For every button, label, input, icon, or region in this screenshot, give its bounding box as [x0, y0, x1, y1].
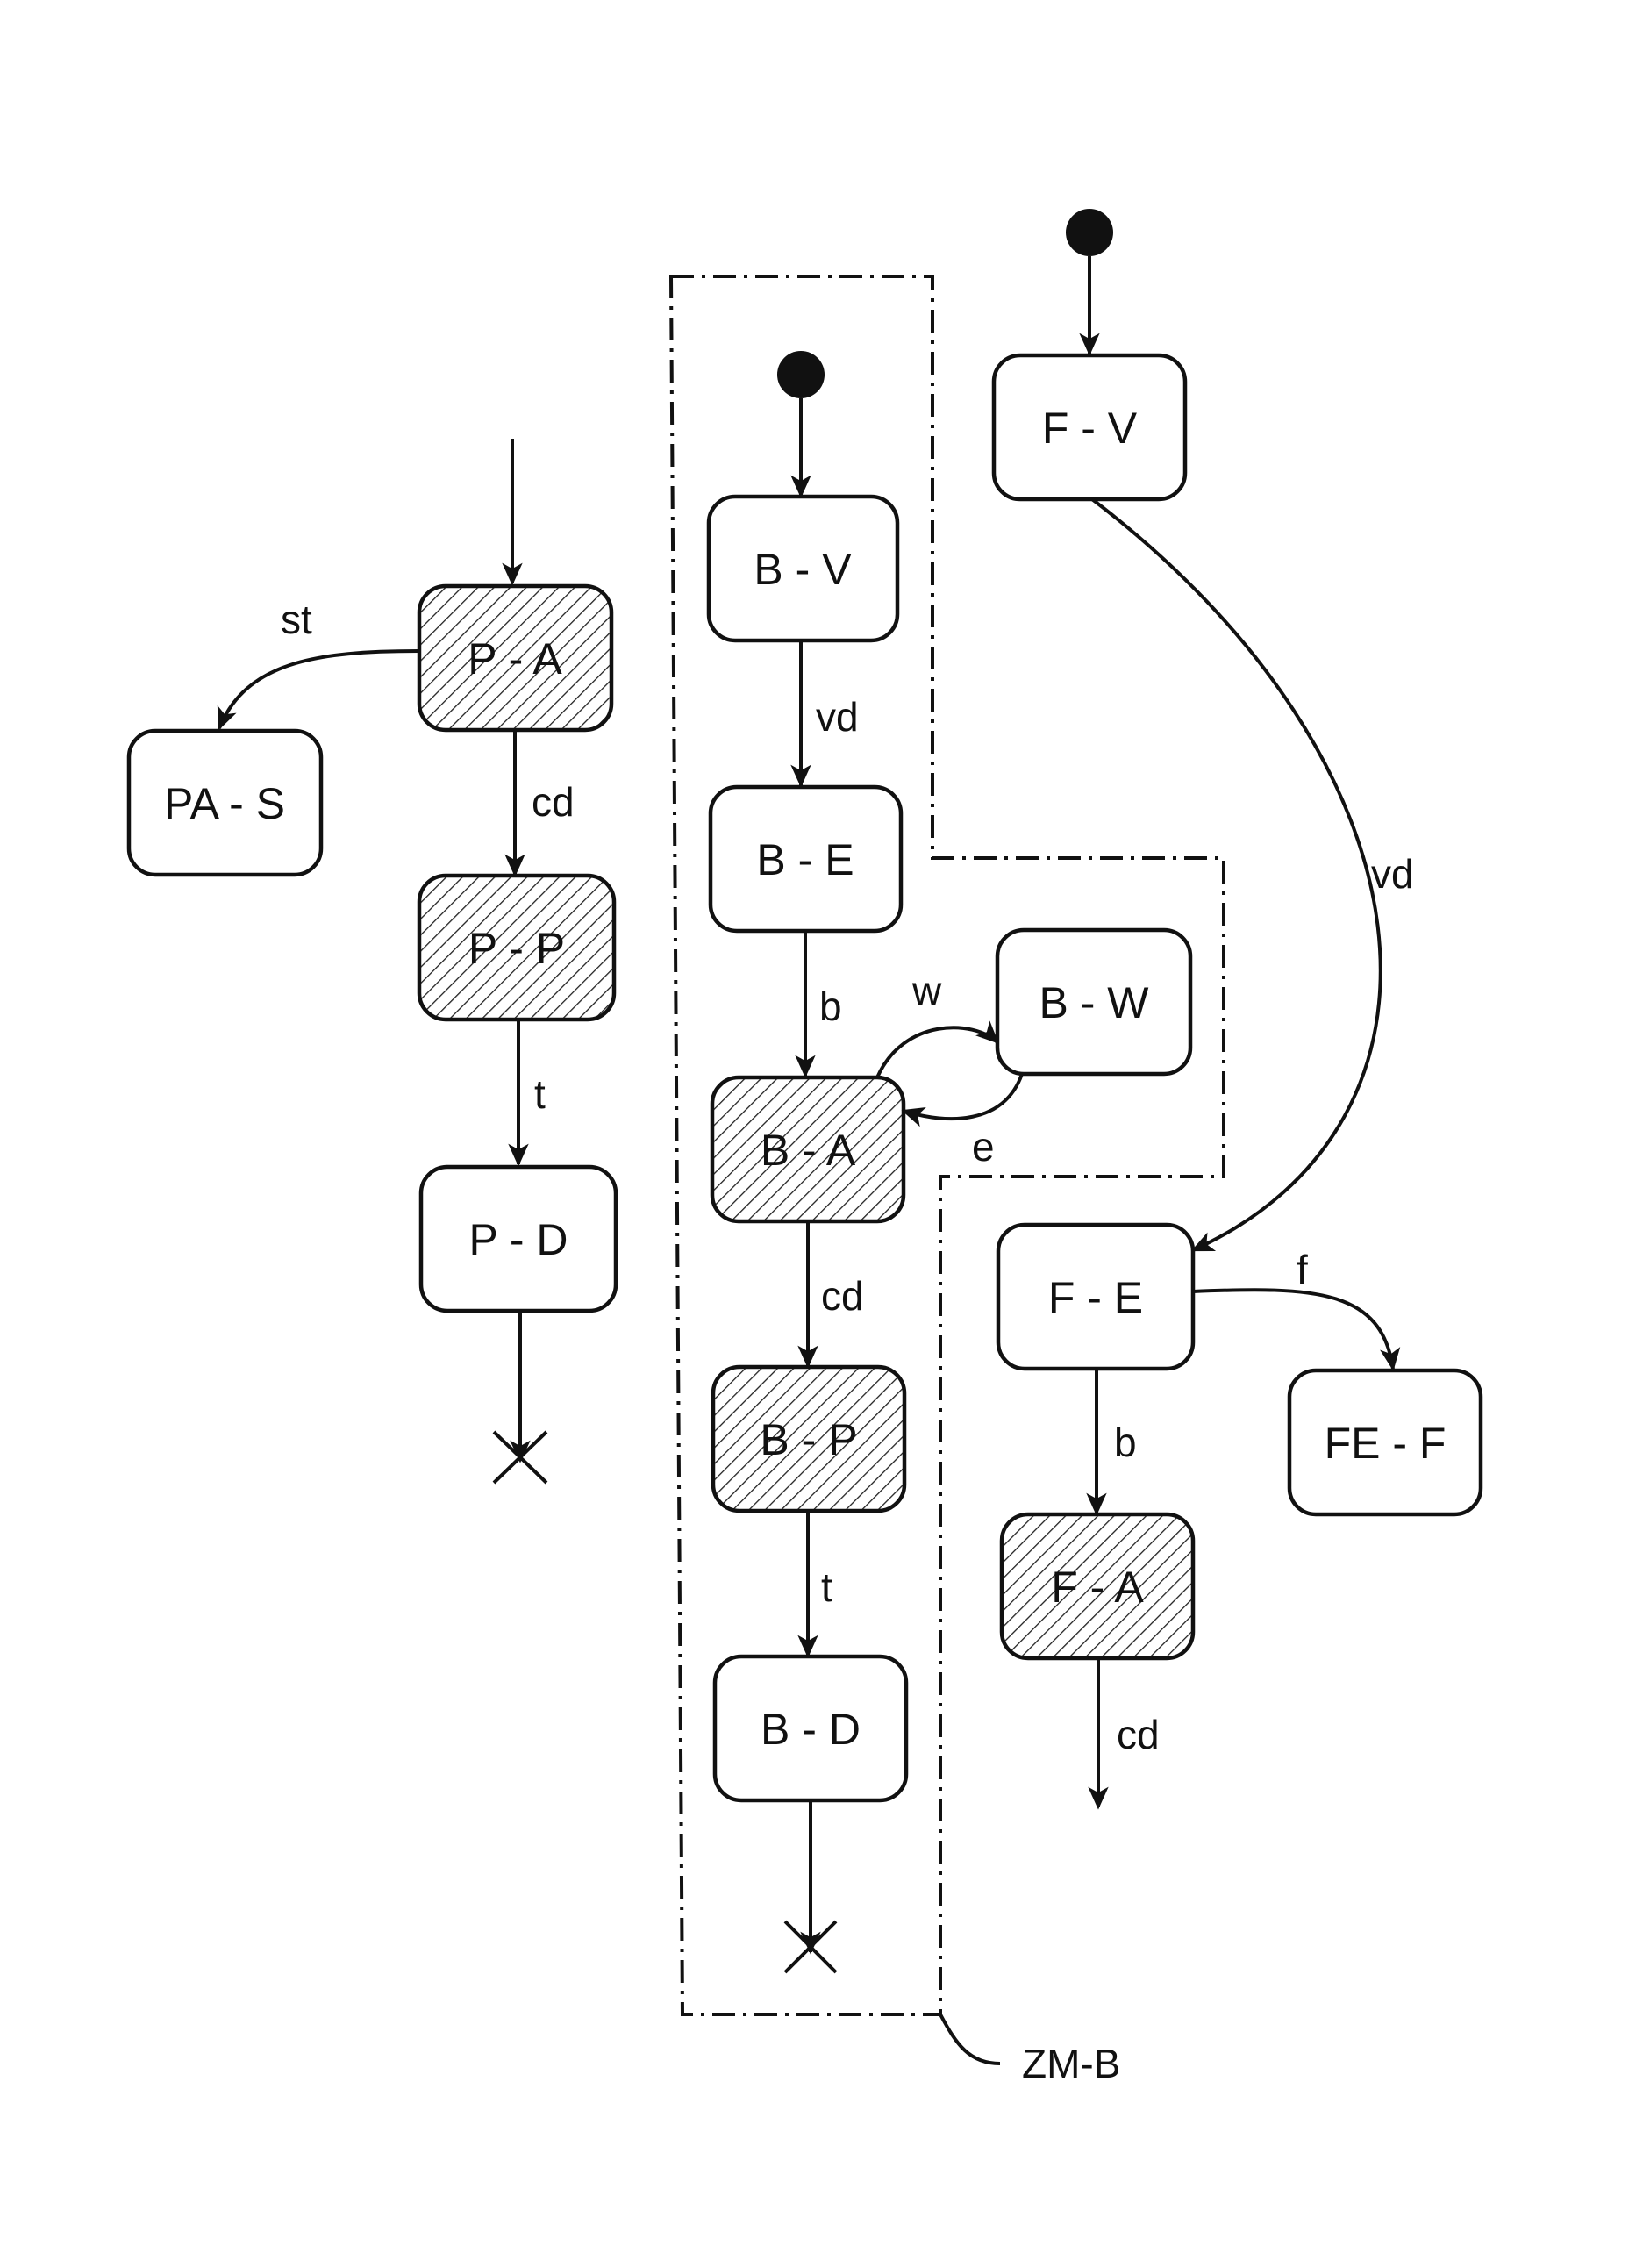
state-b-d-label: B - D [761, 1705, 861, 1754]
transition-t-p-label: t [534, 1071, 546, 1117]
state-f-a-label: F - A [1051, 1563, 1144, 1612]
state-p-d[interactable]: P - D [421, 1167, 616, 1311]
initial-state-b [777, 351, 825, 398]
state-b-p[interactable]: B - P [713, 1367, 904, 1511]
state-f-v[interactable]: F - V [994, 355, 1185, 499]
state-b-e-label: B - E [756, 835, 854, 884]
state-f-v-label: F - V [1042, 404, 1138, 453]
transition-t-b-label: t [821, 1564, 832, 1610]
state-b-e[interactable]: B - E [711, 787, 901, 931]
state-pa-s[interactable]: PA - S [129, 731, 321, 875]
state-b-p-label: B - P [760, 1415, 857, 1464]
transition-f [1193, 1290, 1393, 1369]
zone-label: ZM-B [1022, 2041, 1120, 2086]
transition-e [904, 1074, 1022, 1119]
transition-cd-b-label: cd [821, 1273, 864, 1319]
transition-w-label: w [911, 968, 942, 1013]
transition-b-f-label: b [1114, 1420, 1137, 1465]
state-b-d[interactable]: B - D [715, 1656, 906, 1800]
transition-vd-f [1092, 499, 1381, 1250]
transition-e-label: e [972, 1124, 995, 1170]
transition-w [877, 1027, 997, 1077]
transition-cd-p-label: cd [532, 779, 575, 825]
transition-vd-f-label: vd [1371, 851, 1414, 897]
initial-state-f [1066, 209, 1113, 256]
transition-st [219, 651, 419, 728]
transition-vd-b-label: vd [816, 694, 859, 740]
state-p-p-label: P - P [468, 924, 565, 973]
state-f-a[interactable]: F - A [1002, 1514, 1193, 1658]
state-b-w[interactable]: B - W [997, 930, 1190, 1074]
state-pa-s-label: PA - S [164, 779, 285, 828]
state-b-a[interactable]: B - A [712, 1077, 904, 1221]
state-p-p[interactable]: P - P [419, 876, 614, 1020]
state-b-a-label: B - A [761, 1126, 856, 1175]
transition-cd-f-label: cd [1117, 1712, 1160, 1757]
state-p-d-label: P - D [469, 1215, 568, 1264]
state-b-v-label: B - V [754, 545, 852, 594]
transition-b-b-label: b [819, 984, 842, 1029]
state-b-v[interactable]: B - V [709, 497, 897, 640]
state-fe-f-label: FE - F [1325, 1419, 1447, 1468]
zone-leader-line [940, 2014, 1000, 2064]
state-p-a-label: P - A [468, 634, 562, 683]
state-f-e-label: F - E [1048, 1273, 1143, 1322]
state-f-e[interactable]: F - E [998, 1225, 1193, 1369]
state-fe-f[interactable]: FE - F [1289, 1370, 1481, 1514]
transition-f-label: f [1297, 1247, 1308, 1292]
state-b-w-label: B - W [1039, 978, 1150, 1027]
state-p-a[interactable]: P - A [419, 586, 611, 730]
transition-st-label: st [281, 597, 312, 642]
